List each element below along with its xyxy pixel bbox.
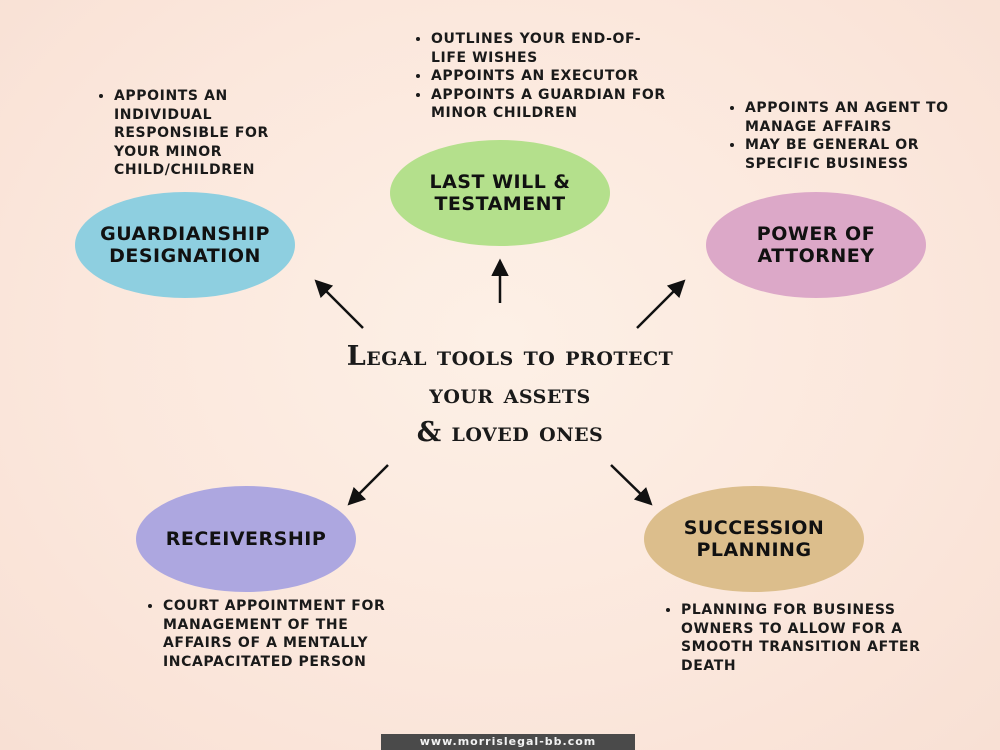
last-will-bullet: APPOINTS A GUARDIAN FOR MINOR CHILDREN bbox=[431, 86, 671, 123]
last-will-bullets: OUTLINES YOUR END-OF-LIFE WISHES APPOINT… bbox=[411, 30, 671, 123]
receivership-bullet: COURT APPOINTMENT FOR MANAGEMENT OF THE … bbox=[163, 597, 423, 671]
last-will-bullet: APPOINTS AN EXECUTOR bbox=[431, 67, 671, 86]
power-of-attorney-bullet: APPOINTS AN AGENT TO MANAGE AFFAIRS bbox=[745, 99, 965, 136]
center-title: Legal tools to protect your assets & lov… bbox=[300, 338, 720, 452]
power-of-attorney-bullet: MAY BE GENERAL OR SPECIFIC BUSINESS bbox=[745, 136, 965, 173]
power-of-attorney-node: POWER OF ATTORNEY bbox=[706, 192, 926, 298]
succession-planning-bullet: PLANNING FOR BUSINESS OWNERS TO ALLOW FO… bbox=[681, 601, 931, 675]
receivership-node: RECEIVERSHIP bbox=[136, 486, 356, 592]
center-title-line-3: & loved ones bbox=[416, 417, 604, 448]
center-title-line-2: your assets bbox=[429, 379, 591, 410]
last-will-label: LAST WILL & TESTAMENT bbox=[429, 171, 571, 215]
arrow-to-succession bbox=[610, 464, 653, 506]
arrow-to-power bbox=[636, 279, 686, 329]
center-title-line-1: Legal tools to protect bbox=[346, 341, 674, 372]
website-url-footer: www.morrislegal-bb.com bbox=[381, 734, 635, 750]
receivership-label: RECEIVERSHIP bbox=[165, 528, 327, 550]
arrow-to-receivership bbox=[347, 464, 389, 506]
succession-planning-bullets: PLANNING FOR BUSINESS OWNERS TO ALLOW FO… bbox=[661, 601, 931, 675]
last-will-bullet: OUTLINES YOUR END-OF-LIFE WISHES bbox=[431, 30, 671, 67]
power-of-attorney-bullets: APPOINTS AN AGENT TO MANAGE AFFAIRS MAY … bbox=[725, 99, 965, 173]
power-of-attorney-label: POWER OF ATTORNEY bbox=[756, 223, 876, 267]
receivership-bullets: COURT APPOINTMENT FOR MANAGEMENT OF THE … bbox=[143, 597, 423, 671]
succession-planning-node: SUCCESSION PLANNING bbox=[644, 486, 864, 592]
succession-planning-label: SUCCESSION PLANNING bbox=[683, 517, 825, 561]
guardianship-designation-label: GUARDIANSHIP DESIGNATION bbox=[100, 223, 270, 267]
last-will-node: LAST WILL & TESTAMENT bbox=[390, 140, 610, 246]
guardianship-designation-node: GUARDIANSHIP DESIGNATION bbox=[75, 192, 295, 298]
guardianship-bullet: APPOINTS AN INDIVIDUAL RESPONSIBLE FOR Y… bbox=[114, 87, 304, 180]
arrow-to-guardianship bbox=[314, 279, 364, 329]
guardianship-bullets: APPOINTS AN INDIVIDUAL RESPONSIBLE FOR Y… bbox=[94, 87, 304, 180]
